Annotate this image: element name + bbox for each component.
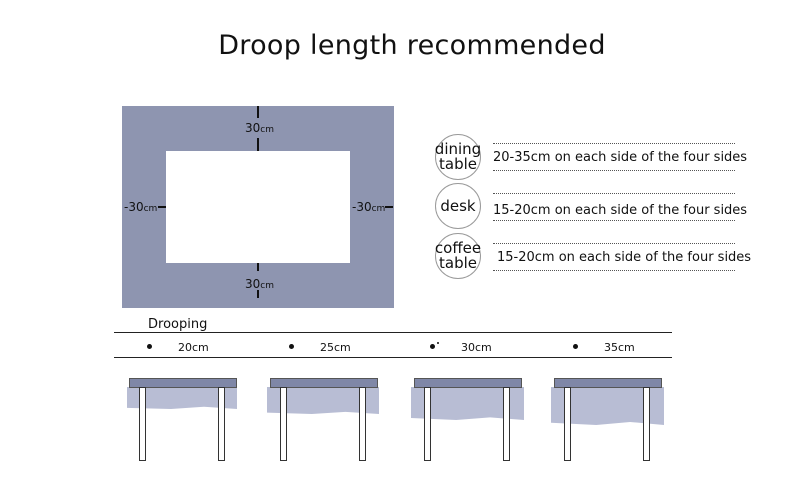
table-illustration-20cm: [127, 378, 237, 468]
table-leg: [503, 387, 510, 461]
table-illustration-30cm: [411, 378, 524, 468]
page-title: Droop length recommended: [218, 30, 606, 61]
table-illustration-25cm: [267, 378, 379, 468]
tabletop: [270, 378, 378, 388]
bullet-mark: [437, 342, 439, 344]
left-tick: [158, 206, 166, 208]
bullet: [573, 344, 578, 349]
tabletop: [414, 378, 522, 388]
tabletop-area: [166, 151, 350, 263]
dimension-bottom: 30cm: [245, 277, 274, 291]
divider: [493, 143, 735, 144]
dimension-right: -30cm: [352, 200, 386, 214]
dining-table-recommendation: 20-35cm on each side of the four sides: [493, 150, 748, 165]
dining-table-badge: dining table: [435, 134, 481, 180]
bottom-tick-lower: [257, 290, 259, 298]
table-leg: [218, 387, 225, 461]
coffee-table-recommendation: 15-20cm on each side of the four sides: [497, 250, 752, 265]
divider: [493, 220, 735, 221]
dimension-top: 30cm: [245, 121, 274, 135]
desk-recommendation: 15-20cm on each side of the four sides: [493, 203, 748, 218]
coffee-table-badge: coffee table: [435, 233, 481, 279]
tabletop: [554, 378, 662, 388]
table-leg: [564, 387, 571, 461]
top-tick-lower: [257, 138, 259, 151]
tablecloth-skirt: [127, 387, 237, 409]
top-tick: [257, 106, 259, 118]
bottom-tick: [257, 263, 259, 271]
drooping-label: Drooping: [148, 317, 208, 332]
table-leg: [280, 387, 287, 461]
bullet: [147, 344, 152, 349]
desk-badge: desk: [435, 183, 481, 229]
divider: [493, 193, 735, 194]
droop-length-30: 30cm: [461, 341, 492, 354]
bullet: [430, 344, 435, 349]
divider-top: [114, 332, 672, 333]
table-illustration-35cm: [551, 378, 664, 468]
bullet: [289, 344, 294, 349]
right-tick: [385, 206, 393, 208]
table-leg: [359, 387, 366, 461]
droop-length-20: 20cm: [178, 341, 209, 354]
divider: [493, 243, 735, 244]
droop-length-25: 25cm: [320, 341, 351, 354]
divider: [493, 270, 735, 271]
table-leg: [139, 387, 146, 461]
tabletop: [129, 378, 237, 388]
divider-bottom: [114, 357, 672, 358]
dimension-left: -30cm: [124, 200, 158, 214]
table-leg: [643, 387, 650, 461]
droop-length-35: 35cm: [604, 341, 635, 354]
divider: [493, 170, 735, 171]
table-leg: [424, 387, 431, 461]
